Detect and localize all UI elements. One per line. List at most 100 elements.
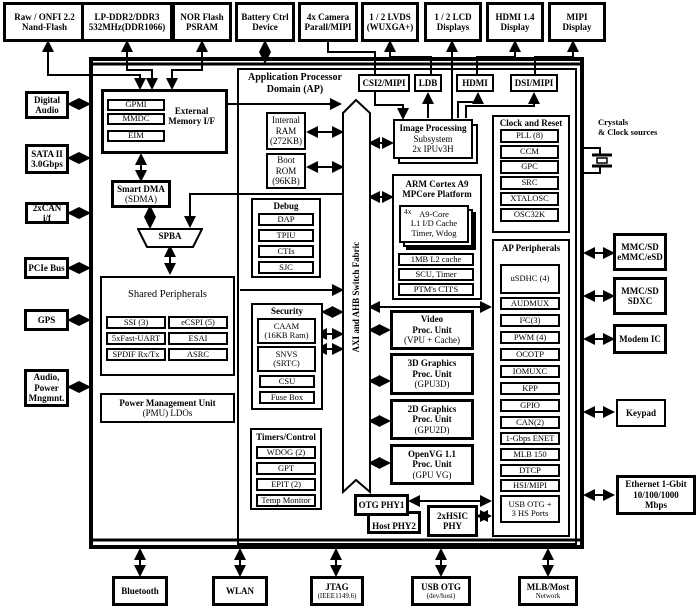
ext-usb-otg: USB OTG(dev/host) (411, 576, 471, 606)
label: (SRTC) (273, 358, 300, 368)
dtcp: DTCP (500, 464, 560, 477)
pll: PLL (8) (500, 129, 559, 143)
label: Modem IC (619, 333, 661, 344)
mlb150: MLB 150 (500, 448, 560, 461)
switch-fabric-shape (342, 98, 371, 495)
label: Digital (34, 94, 60, 105)
label: Displays (436, 22, 470, 32)
label: MMC/SD (621, 285, 659, 296)
label: Crystals (598, 117, 629, 127)
sjc: SJC (258, 261, 314, 274)
ldb: LDB (414, 74, 442, 92)
label: (SDMA) (124, 194, 157, 204)
label: Device (252, 22, 278, 32)
label: SNVS (275, 348, 298, 359)
label: Domain (AP) (266, 83, 324, 95)
label: JTAG (325, 581, 349, 592)
label: Video (420, 314, 444, 325)
label: & Clock sources (598, 126, 658, 137)
mmdc: MMDC (107, 113, 165, 125)
gpmi: GPMI (107, 99, 165, 111)
label: 10/100/1000 (633, 489, 679, 500)
label: External (174, 106, 209, 116)
label: Mbps (644, 500, 667, 511)
ext-can: 2xCAN i/f (25, 202, 69, 224)
ecspi: eCSPI (5) (168, 316, 228, 329)
fast-uart: 5xFast-UART (106, 332, 166, 345)
epit: EPIT (2) (256, 478, 316, 491)
label: 3D Graphics (407, 358, 457, 369)
gpt: GPT (256, 462, 316, 475)
label: Proc. Unit (412, 459, 452, 470)
chip-border (89, 57, 584, 549)
ssi: SSI (3) (106, 316, 166, 329)
label: Battery Ctrl (241, 11, 289, 22)
gpc: GPC (500, 160, 559, 174)
label: Security (271, 306, 303, 316)
label: 4x Camera (306, 11, 350, 22)
caam: CAAM(16KB Ram) (257, 318, 316, 344)
ocotp: OCOTP (500, 348, 560, 361)
label: Power Management Unit (119, 397, 216, 408)
label: PSRAM (186, 22, 218, 32)
fuse-box: Fuse Box (259, 391, 315, 404)
ctis: CTIs (258, 245, 314, 258)
label: Timer, Wdog (411, 227, 457, 238)
spba-shape (137, 228, 203, 248)
ext-bluetooth: Bluetooth (112, 576, 168, 606)
temp-monitor: Temp Monitor (256, 494, 316, 507)
smart-dma: Smart DMA(SDMA) (111, 180, 171, 208)
label: (GPU VG) (412, 469, 452, 480)
tpiu: TPIU (258, 229, 314, 242)
label: LP-DDR2/DDR3 (94, 11, 160, 22)
label: CAAM (273, 320, 300, 331)
l2-cache: 1MB L2 cache (398, 253, 474, 266)
label: Clock and Reset (499, 118, 563, 128)
label: PCIe Bus (28, 262, 65, 273)
can: CAN(2) (500, 416, 560, 429)
label: Smart DMA (117, 183, 165, 194)
label: (272KB) (270, 136, 302, 147)
kpp: KPP (500, 382, 560, 395)
label: 3.0Gbps (31, 159, 63, 169)
label: (96KB) (272, 176, 300, 187)
label: SDXC (627, 296, 653, 306)
xtalosc: XTALOSC (500, 192, 559, 206)
label: Display (500, 22, 530, 32)
label: Ethernet 1-Gbit (625, 479, 687, 490)
label: (IEEE1149.6) (317, 592, 357, 601)
label: (WUXGA+) (366, 22, 414, 32)
label: Raw / ONFI 2.2 (14, 11, 75, 22)
label: (GPU2D) (414, 424, 450, 435)
label: (dev/host) (426, 592, 456, 601)
shared-peripherals-title: Shared Peripherals (127, 289, 208, 300)
label: USB OTG + (508, 498, 552, 509)
label: Debug (273, 201, 299, 211)
spdif: SPDIF Rx/Tx (106, 348, 166, 361)
label: 1 / 2 LCD (434, 11, 472, 22)
label: GPS (37, 314, 56, 325)
ext-lvds: 1 / 2 LVDS(WUXGA+) (361, 2, 419, 42)
usb-otg-ports: USB OTG +3 HS Ports (500, 495, 560, 523)
spba-label: SPBA (158, 231, 182, 241)
label: ROM (275, 165, 297, 176)
label: Parall/MIPI (304, 22, 352, 32)
label: Internal (272, 115, 300, 126)
